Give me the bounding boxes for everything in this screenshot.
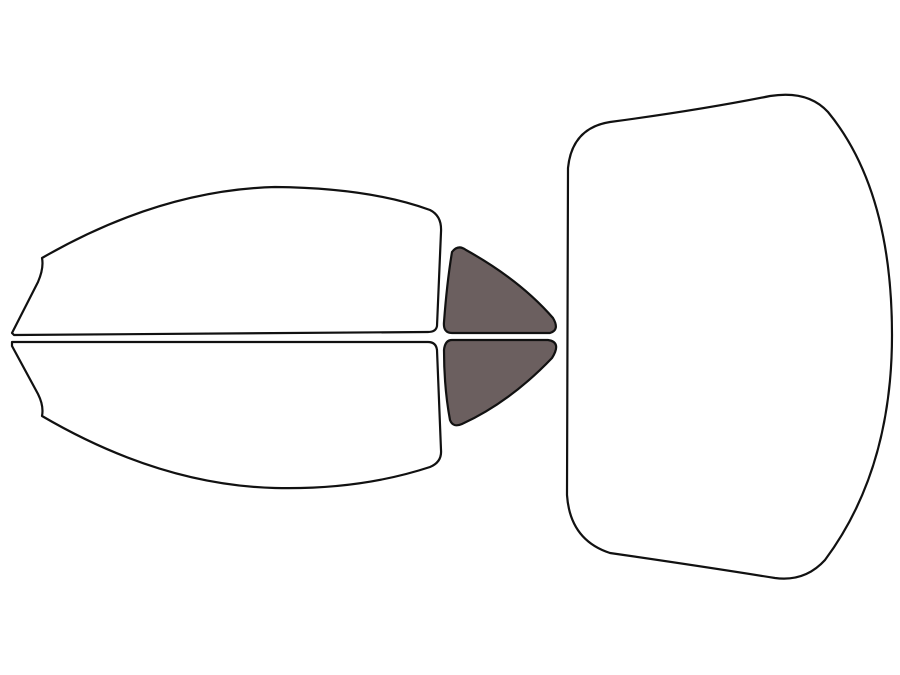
upper-side-window-panel	[10, 185, 443, 337]
lower-side-window-panel	[10, 340, 443, 490]
upper-quarter-window-panel	[442, 246, 557, 335]
lower-quarter-window-panel	[442, 338, 558, 427]
rear-windshield-panel	[565, 93, 894, 580]
